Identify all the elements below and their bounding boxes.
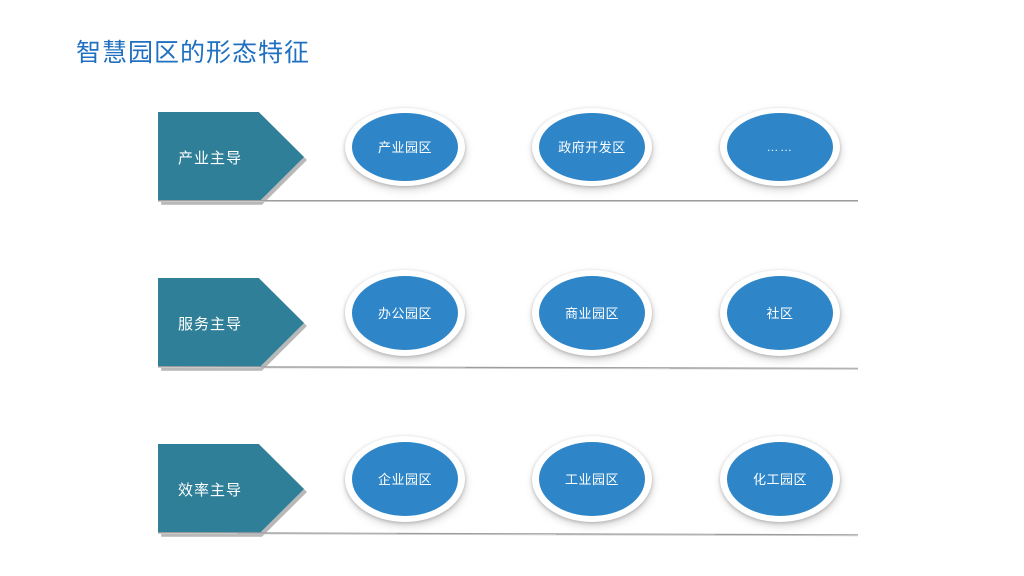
ellipse-body: …… (727, 113, 833, 181)
category-arrow-service[interactable]: 服务主导 (158, 278, 307, 371)
arrow-label: 产业主导 (177, 149, 242, 167)
node-label: 企业园区 (377, 471, 432, 487)
node-ellipse[interactable]: 企业园区 (345, 436, 466, 526)
node-ellipse[interactable]: 政府开发区 (532, 108, 653, 190)
node-ellipse[interactable]: 商业园区 (532, 270, 653, 360)
node-label: 化工园区 (752, 471, 807, 487)
node-label: 社区 (766, 305, 794, 321)
page-title: 智慧园区的形态特征 (76, 39, 311, 67)
ellipse-body: 企业园区 (352, 442, 458, 516)
node-ellipse[interactable]: …… (720, 108, 841, 190)
node-label: 政府开发区 (558, 139, 626, 155)
ellipse-body: 办公园区 (352, 276, 458, 350)
category-arrow-efficiency[interactable]: 效率主导 (158, 444, 307, 537)
node-ellipse[interactable]: 工业园区 (532, 436, 653, 526)
ellipse-body: 产业园区 (352, 113, 458, 181)
ellipse-body: 商业园区 (539, 276, 645, 350)
category-row-efficiency: 效率主导 企业园区 工业园区 化工园区 (0, 432, 1024, 562)
category-row-service: 服务主导 办公园区 商业园区 社区 (0, 266, 1024, 396)
arrow-label: 效率主导 (177, 481, 242, 499)
node-label: 办公园区 (377, 305, 432, 321)
node-label: 工业园区 (564, 471, 619, 487)
node-label-ellipsis: …… (766, 139, 794, 154)
node-label: 商业园区 (564, 305, 619, 321)
ellipse-body: 政府开发区 (539, 113, 645, 181)
node-ellipse[interactable]: 化工园区 (720, 436, 841, 526)
category-arrow-industry[interactable]: 产业主导 (158, 112, 307, 205)
ellipse-body: 化工园区 (727, 442, 833, 516)
arrow-label: 服务主导 (177, 315, 242, 333)
row-baseline (158, 200, 858, 202)
category-row-industry: 产业主导 产业园区 政府开发区 …… (0, 100, 1024, 230)
node-ellipse[interactable]: 办公园区 (345, 270, 466, 360)
node-label: 产业园区 (377, 139, 432, 155)
node-ellipse[interactable]: 社区 (720, 270, 841, 360)
ellipse-body: 工业园区 (539, 442, 645, 516)
ellipse-body: 社区 (727, 276, 833, 350)
node-ellipse[interactable]: 产业园区 (345, 108, 466, 190)
